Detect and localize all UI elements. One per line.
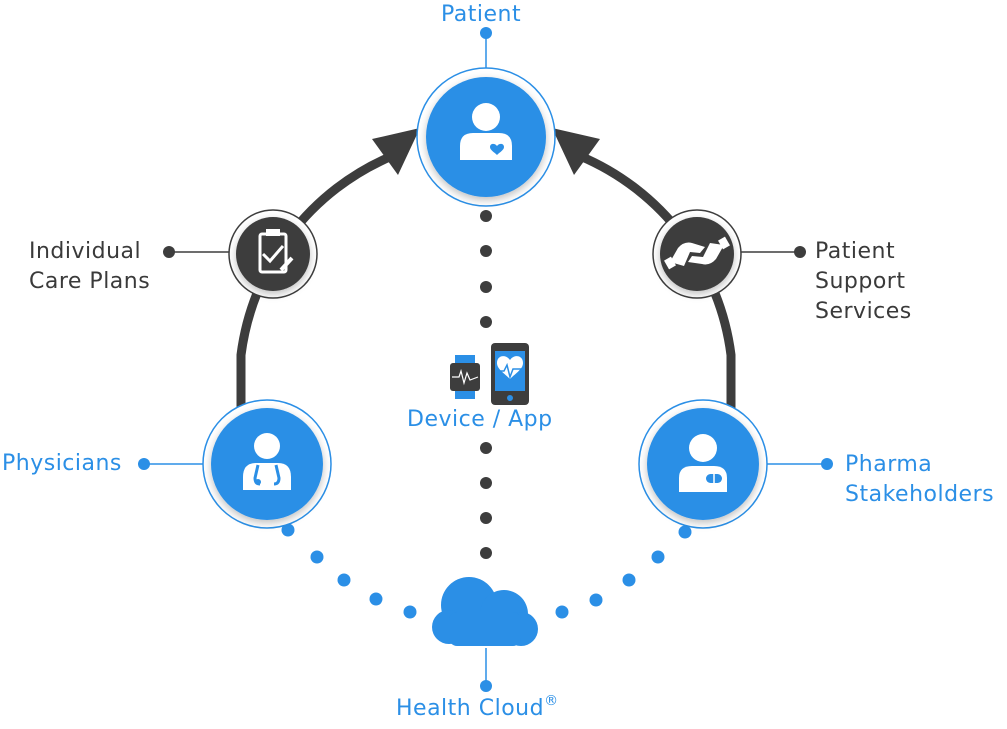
support-services-label-line-1: Patient xyxy=(815,239,896,264)
health-cloud-label-text: Health Cloud xyxy=(396,696,545,721)
registered-mark: ® xyxy=(544,693,559,709)
care-plans-label: Individual Care Plans xyxy=(29,237,150,297)
arrowhead-right-icon xyxy=(552,128,600,175)
cloud-icon xyxy=(432,577,538,646)
health-cloud-label: Health Cloud® xyxy=(396,694,559,724)
device-icons xyxy=(450,343,529,405)
support-services-label: Patient Support Services xyxy=(815,237,912,327)
connectors xyxy=(138,27,833,692)
care-plans-label-line-2: Care Plans xyxy=(29,269,151,294)
doctor-stethoscope-icon xyxy=(243,433,291,490)
smartwatch-icon xyxy=(450,355,480,399)
patient-node xyxy=(416,67,556,207)
clipboard-check-icon xyxy=(258,229,294,274)
support-services-node xyxy=(652,209,742,299)
patient-heart-icon xyxy=(460,103,512,160)
device-app-label: Device / App xyxy=(407,407,553,432)
physicians-node xyxy=(202,399,332,529)
support-services-label-line-2: Support xyxy=(815,269,906,294)
pharma-pill-icon xyxy=(679,434,727,492)
handshake-icon xyxy=(664,236,730,270)
pharma-node xyxy=(638,399,768,529)
pharma-label: Pharma Stakeholders xyxy=(845,450,994,510)
care-plans-node xyxy=(228,209,318,299)
cloud-dots xyxy=(281,523,692,619)
smartphone-heart-icon xyxy=(491,343,529,405)
center-dots xyxy=(480,210,492,559)
physicians-label: Physicians xyxy=(2,451,122,476)
pharma-label-line-1: Pharma xyxy=(845,452,933,477)
pharma-label-line-2: Stakeholders xyxy=(845,482,995,507)
arrowhead-left-icon xyxy=(372,128,420,175)
care-plans-label-line-1: Individual xyxy=(29,239,142,264)
support-services-label-line-3: Services xyxy=(815,299,912,324)
patient-label: Patient xyxy=(441,2,522,27)
